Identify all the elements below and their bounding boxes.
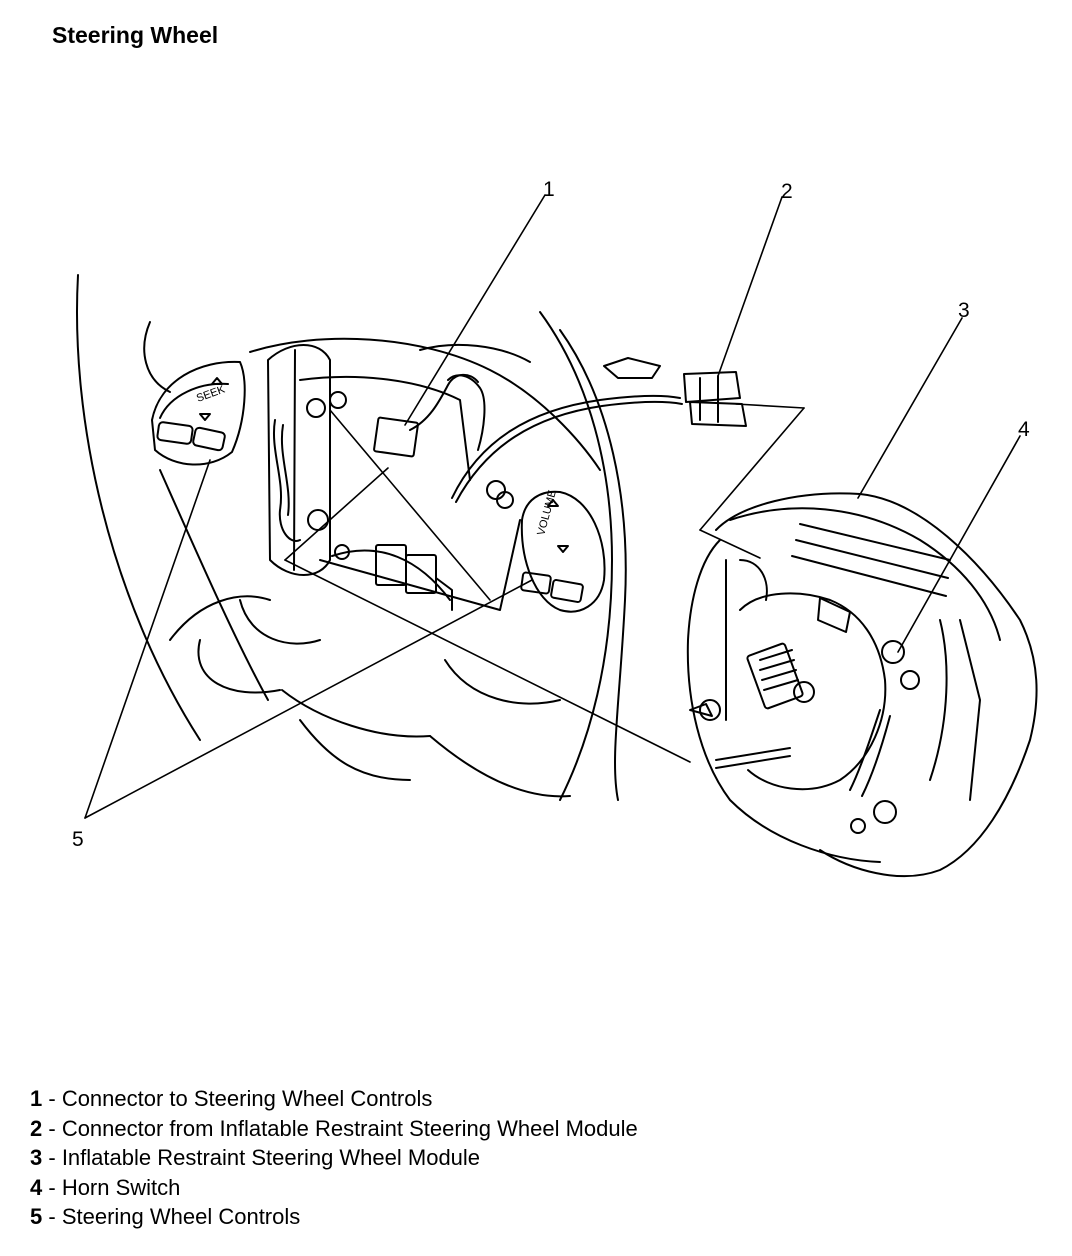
wheel-backplate	[267, 344, 521, 611]
legend: 1 - Connector to Steering Wheel Controls…	[30, 1084, 638, 1232]
legend-number: 5	[30, 1204, 43, 1229]
legend-item: 5 - Steering Wheel Controls	[30, 1202, 638, 1232]
legend-separator: -	[42, 1174, 62, 1200]
legend-text: Horn Switch	[61, 1174, 181, 1200]
legend-text: Inflatable Restraint Steering Wheel Modu…	[61, 1145, 481, 1170]
legend-text: Connector from Inflatable Restraint Stee…	[61, 1115, 638, 1141]
left-control-pod: SEEK	[151, 360, 246, 466]
legend-number: 4	[30, 1174, 43, 1200]
page-title: Steering Wheel	[52, 22, 219, 48]
legend-separator: -	[42, 1086, 62, 1111]
steering-wheel-diagram: SEEK VOLUME	[72, 178, 1038, 878]
airbag-module	[686, 492, 1038, 878]
callout-1: 1	[543, 178, 555, 201]
connector-2	[603, 357, 747, 427]
callout-3: 3	[958, 299, 970, 322]
legend-text: Connector to Steering Wheel Controls	[61, 1086, 433, 1111]
legend-text: Steering Wheel Controls	[61, 1204, 301, 1229]
callout-5: 5	[72, 828, 84, 851]
legend-number: 1	[30, 1086, 43, 1111]
legend-number: 2	[30, 1115, 43, 1141]
callout-4: 4	[1018, 418, 1030, 441]
leader-lines	[84, 194, 1021, 819]
legend-separator: -	[42, 1115, 62, 1141]
legend-separator: -	[42, 1204, 62, 1229]
legend-item: 1 - Connector to Steering Wheel Controls	[30, 1084, 638, 1114]
legend-number: 3	[30, 1145, 43, 1170]
legend-item: 3 - Inflatable Restraint Steering Wheel …	[30, 1143, 638, 1173]
steering-wheel-body	[76, 274, 627, 801]
callout-2: 2	[781, 180, 793, 203]
module-wire	[451, 394, 681, 499]
legend-separator: -	[42, 1145, 62, 1170]
legend-item: 4 - Horn Switch	[30, 1173, 638, 1203]
right-control-pod: VOLUME	[520, 489, 606, 613]
legend-item: 2 - Connector from Inflatable Restraint …	[30, 1114, 638, 1144]
